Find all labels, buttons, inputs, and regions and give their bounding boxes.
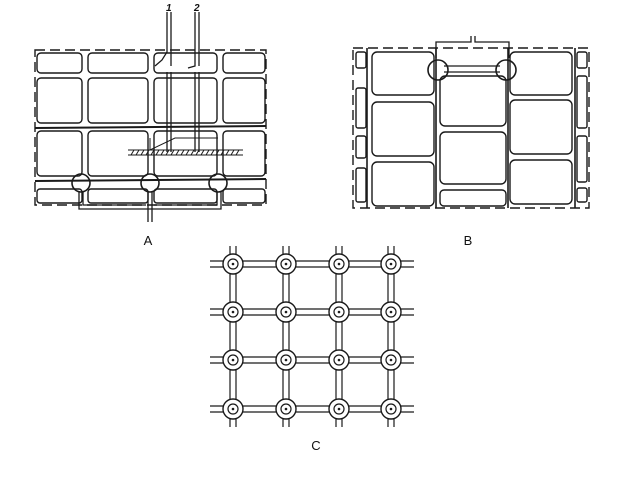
panel-a-junctions — [71, 173, 228, 193]
panel-a-cells — [36, 52, 266, 204]
lattice-node-inner-ring — [333, 306, 345, 318]
lattice-node-inner-ring — [227, 306, 239, 318]
lattice-node-dot — [284, 262, 288, 266]
lattice-node-dot — [337, 310, 341, 314]
lattice-node-inner-ring — [385, 354, 397, 366]
panel-b-boundary — [352, 47, 590, 209]
lattice-node-inner-ring — [227, 403, 239, 415]
panel-a-feeders — [78, 192, 222, 222]
lattice-node-dot — [231, 407, 235, 411]
lattice-node-dot — [389, 358, 393, 362]
lattice-node-dot — [389, 262, 393, 266]
lattice-node-dot — [389, 407, 393, 411]
panel-b-feeder — [435, 36, 510, 73]
lattice-node-dot — [284, 358, 288, 362]
panel-b — [352, 36, 590, 209]
lead-2-label: 2 — [193, 3, 200, 14]
lead-1-label: 1 — [166, 3, 172, 14]
lattice-node-inner-ring — [385, 306, 397, 318]
lattice-node-dot — [337, 407, 341, 411]
panel-b-junctions — [427, 59, 517, 81]
panel-c-label: C — [311, 438, 320, 453]
panel-a: 1 2 — [34, 3, 267, 222]
lattice-node-inner-ring — [333, 403, 345, 415]
lattice-node-dot — [389, 310, 393, 314]
panel-a-conduits — [34, 125, 267, 182]
panel-c — [210, 246, 414, 427]
lattice-node-dot — [284, 310, 288, 314]
lattice-node-inner-ring — [385, 258, 397, 270]
lattice-node-inner-ring — [280, 306, 292, 318]
lattice-node-inner-ring — [227, 354, 239, 366]
panel-b-right-edge-cells — [576, 51, 588, 203]
lattice-node-dot — [284, 407, 288, 411]
lattice-node-dot — [337, 262, 341, 266]
panel-a-label: A — [144, 233, 153, 248]
lattice-node-dot — [231, 262, 235, 266]
lattice-node-inner-ring — [280, 354, 292, 366]
lattice-node-inner-ring — [333, 354, 345, 366]
panel-b-conduits — [366, 48, 576, 208]
lattice-node-inner-ring — [333, 258, 345, 270]
lattice-node-dot — [337, 358, 341, 362]
panel-b-left-edge-cells — [355, 51, 367, 203]
lattice-node-inner-ring — [385, 403, 397, 415]
lattice-node-inner-ring — [227, 258, 239, 270]
panel-a-leads — [154, 12, 200, 152]
panel-a-hatched-strip — [128, 137, 243, 156]
lattice-node-dot — [231, 310, 235, 314]
panel-b-label: B — [464, 233, 473, 248]
panel-b-cells — [371, 51, 573, 207]
lattice-node-inner-ring — [280, 403, 292, 415]
lattice-node-inner-ring — [280, 258, 292, 270]
lattice-node-dot — [231, 358, 235, 362]
